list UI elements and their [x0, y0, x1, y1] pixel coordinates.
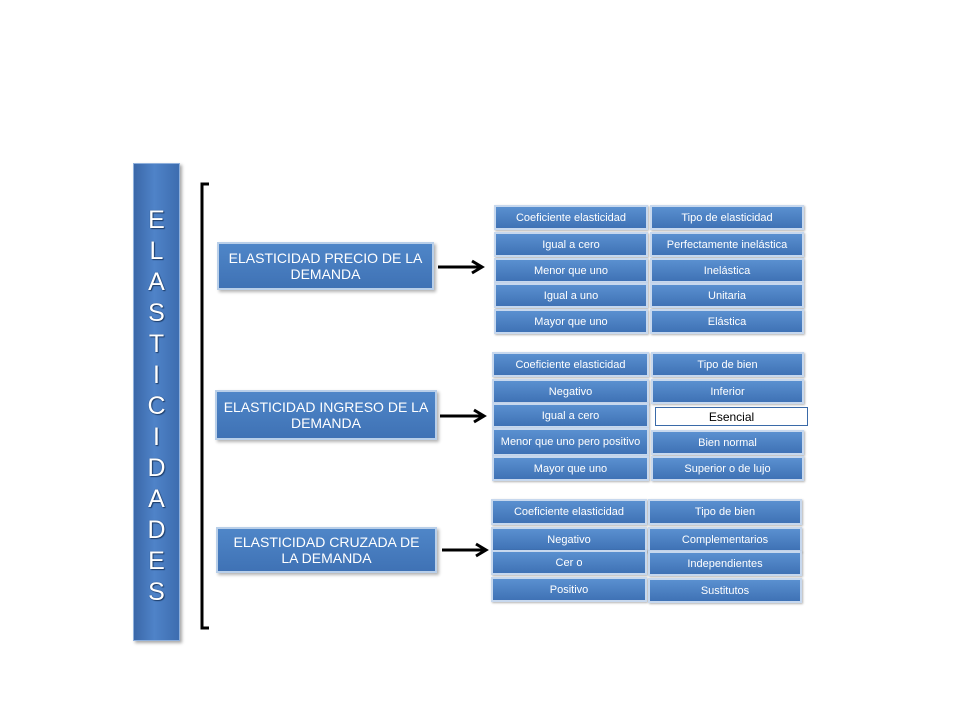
- table-cell: Coeficiente elasticidad: [494, 205, 648, 230]
- table-cell: Esencial: [655, 407, 808, 426]
- table-cell: Elástica: [650, 309, 804, 334]
- table-cell: Complementarios: [648, 527, 802, 552]
- arrow-icon: [442, 542, 489, 558]
- vertical-title-letter: S: [148, 299, 165, 327]
- table-cell: Igual a uno: [494, 283, 648, 308]
- table-cell: Bien normal: [651, 430, 804, 455]
- arrow-icon: [438, 259, 485, 275]
- table-cell: Perfectamente inelástica: [650, 232, 804, 257]
- table-cell: Inelástica: [650, 258, 804, 283]
- table-cell: Sustitutos: [648, 578, 802, 603]
- table-cell: Igual a cero: [494, 232, 648, 257]
- vertical-title-letter: T: [148, 330, 165, 358]
- table-cell: Mayor que uno: [494, 309, 648, 334]
- table-cell: Mayor que uno: [492, 456, 649, 481]
- table-cell: Coeficiente elasticidad: [492, 352, 649, 377]
- table-cell: Negativo: [491, 527, 647, 552]
- table-cell: Coeficiente elasticidad: [491, 499, 647, 525]
- concept-box-precio: ELASTICIDAD PRECIO DE LA DEMANDA: [217, 242, 434, 290]
- table-cell: Negativo: [492, 379, 649, 404]
- vertical-title-letter: I: [153, 423, 160, 451]
- vertical-title-letter: E: [148, 547, 165, 575]
- bracket-shape: [200, 182, 209, 630]
- vertical-title-letter: C: [147, 392, 166, 420]
- vertical-title-letter: A: [148, 485, 165, 513]
- vertical-title-letter: L: [149, 237, 164, 265]
- table-cell: Tipo de bien: [648, 499, 802, 525]
- table-cell: Cer o: [491, 550, 647, 575]
- table-cell: Tipo de bien: [651, 352, 804, 377]
- table-cell: Menor que uno pero positivo: [492, 428, 649, 456]
- table-cell: Positivo: [491, 577, 647, 602]
- table-cell: Menor que uno: [494, 258, 648, 283]
- table-cell: Unitaria: [650, 283, 804, 308]
- vertical-title-letter: D: [147, 516, 166, 544]
- vertical-title-letter: A: [148, 268, 165, 296]
- vertical-title-letter: S: [148, 578, 165, 606]
- vertical-title-letter: E: [148, 206, 165, 234]
- table-cell: Igual a cero: [492, 403, 649, 428]
- concept-box-ingreso: ELASTICIDAD INGRESO DE LA DEMANDA: [215, 390, 437, 440]
- vertical-title-letter: I: [153, 361, 160, 389]
- table-cell: Inferior: [651, 379, 804, 404]
- table-cell: Superior o de lujo: [651, 456, 804, 481]
- table-cell: Independientes: [648, 551, 802, 576]
- vertical-title-bar: [133, 163, 180, 641]
- vertical-title-letter: D: [147, 454, 166, 482]
- concept-box-cruzada: ELASTICIDAD CRUZADA DE LA DEMANDA: [216, 527, 437, 573]
- table-cell: Tipo de elasticidad: [650, 205, 804, 230]
- arrow-icon: [440, 408, 487, 424]
